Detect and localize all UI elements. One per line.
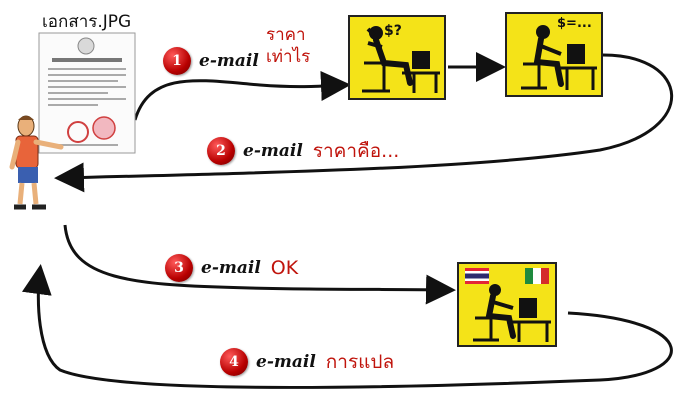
step-1-message: ราคา เท่าไร xyxy=(266,24,310,68)
thai-flag-icon xyxy=(465,268,489,284)
step-3-badge: 3 xyxy=(165,254,193,282)
step-1-message-line-2: เท่าไร xyxy=(266,47,311,67)
arrow-step-4 xyxy=(21,264,673,389)
step-1-channel: e-mail xyxy=(199,51,259,71)
price-question-label: $? xyxy=(384,23,402,39)
step-1: 1 e-mail xyxy=(163,47,259,75)
step-3: 3 e-mail OK xyxy=(165,254,298,282)
step-3-message: OK xyxy=(270,257,299,279)
step-2: 2 e-mail ราคาคือ... xyxy=(207,136,399,166)
step-4-badge: 4 xyxy=(220,348,248,376)
step-3-channel: e-mail xyxy=(201,258,261,278)
person-typing-at-computer-icon xyxy=(521,25,597,90)
price-quote-label: $=... xyxy=(557,16,592,31)
step-4-message: การแปล xyxy=(325,351,395,373)
person-translating-at-computer-icon xyxy=(473,284,551,342)
translating-panel xyxy=(457,262,557,347)
step-2-channel: e-mail xyxy=(243,141,303,161)
thinking-panel: $? xyxy=(348,15,446,100)
arrow-step-1 xyxy=(133,70,351,121)
step-4: 4 e-mail การแปล xyxy=(220,347,394,377)
arrow-step-2 xyxy=(54,53,674,193)
document-filename: เอกสาร.JPG xyxy=(42,12,132,32)
step-1-message-line-1: ราคา xyxy=(266,25,306,45)
step-1-badge: 1 xyxy=(163,47,191,75)
step-4-channel: e-mail xyxy=(256,352,316,372)
step-2-badge: 2 xyxy=(207,137,235,165)
step-2-message: ราคาคือ... xyxy=(312,140,400,162)
arrow-step-3 xyxy=(63,224,456,305)
customer-person-icon xyxy=(9,115,64,210)
italian-flag-icon xyxy=(525,268,549,284)
quoting-panel: $=... xyxy=(505,12,603,97)
document-image xyxy=(38,32,136,154)
person-thinking-at-computer-icon xyxy=(362,26,440,93)
